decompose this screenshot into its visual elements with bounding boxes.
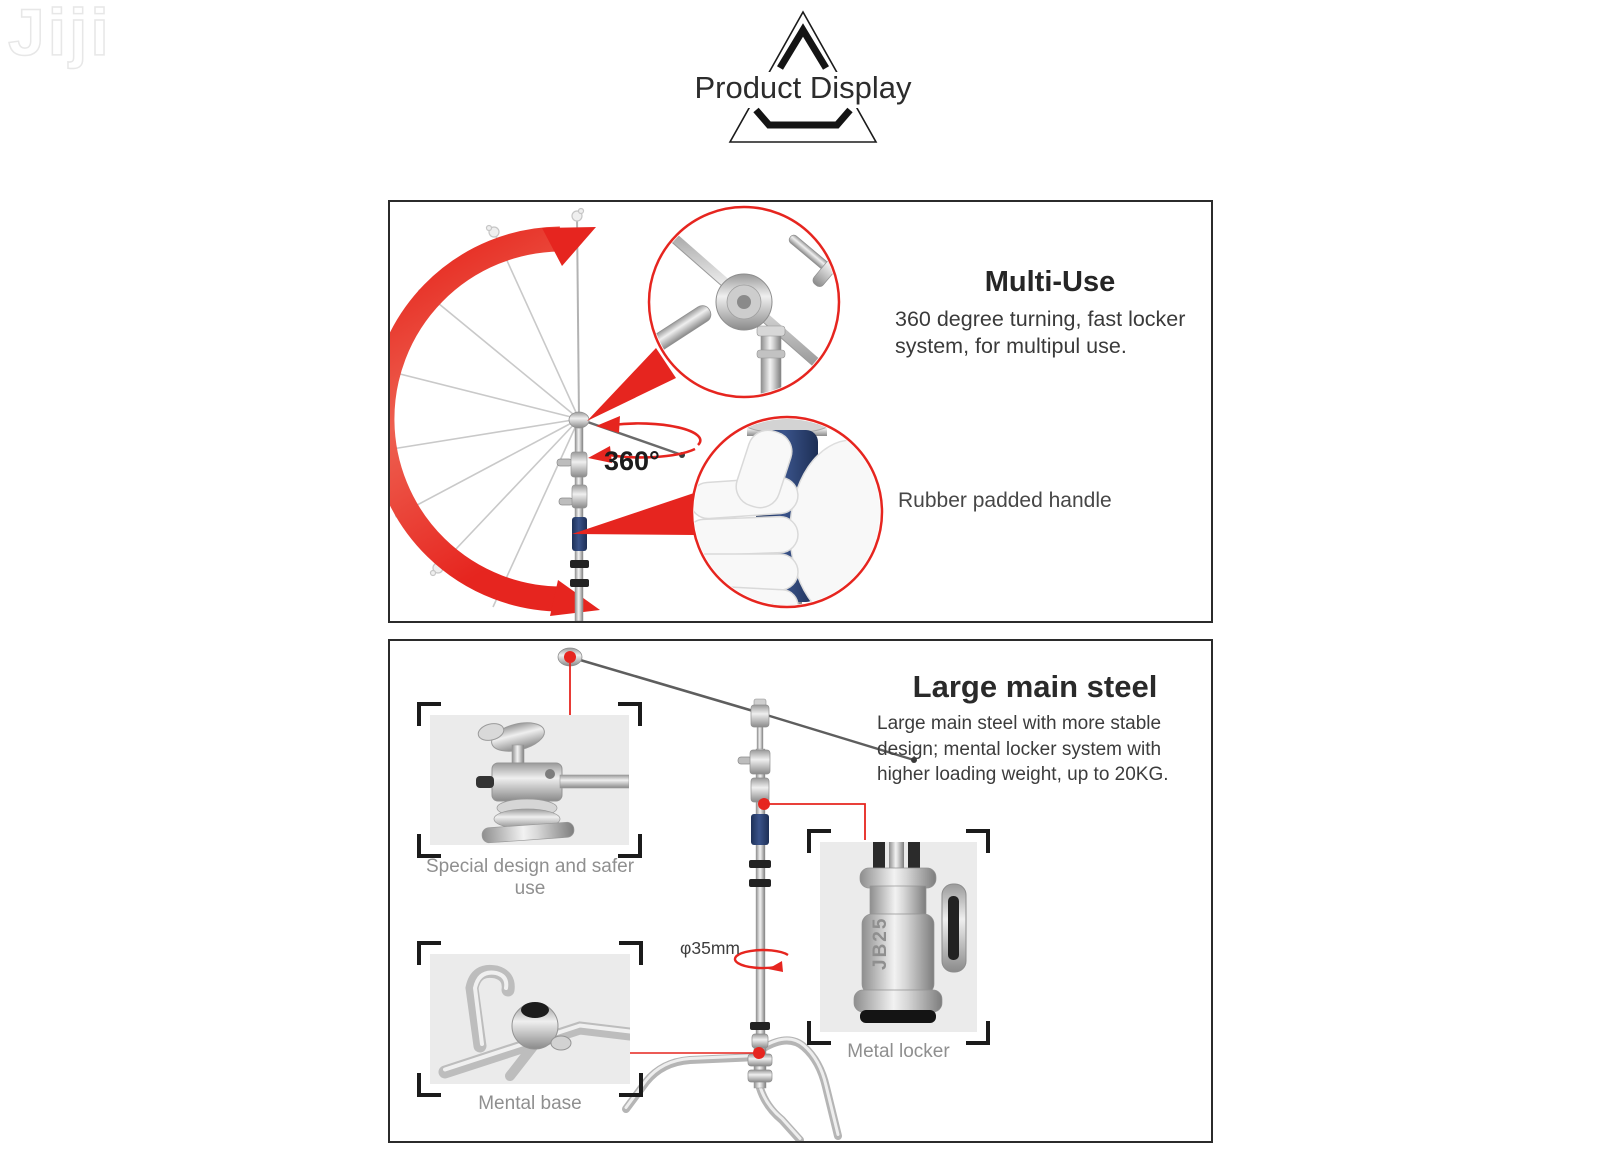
inset-caption-mental-base: Mental base <box>478 1093 582 1114</box>
panel-large-main-steel: Special design and safer use Mental base <box>388 639 1213 1143</box>
multi-use-body-line1: 360 degree turning, fast locker <box>895 307 1186 331</box>
grip-head-part-image <box>476 722 629 844</box>
multi-use-heading: Multi-Use <box>984 266 1116 298</box>
panel-multi-use: Multi-Use 360 degree turning, fast locke… <box>388 200 1213 623</box>
base-part-image <box>438 964 630 1081</box>
corner-bracket-icon <box>966 1021 990 1045</box>
corner-bracket-icon <box>619 1073 643 1097</box>
diameter-rotation-icon <box>733 948 789 972</box>
large-main-steel-body-line3: higher loading weight, up to 20KG. <box>877 764 1169 785</box>
corner-bracket-icon <box>417 1073 441 1097</box>
red-dot-base <box>753 1047 765 1059</box>
pointer-triangle-griphead <box>587 348 676 421</box>
inset-caption-metal-locker: Metal locker <box>847 1041 950 1062</box>
ghost-arm-fan <box>391 215 580 608</box>
corner-bracket-icon <box>807 1021 831 1045</box>
grip-head-callout <box>647 205 841 399</box>
large-main-steel-body-line2: design; mental locker system with <box>877 738 1162 760</box>
corner-bracket-icon <box>966 829 990 853</box>
corner-bracket-icon <box>618 702 642 726</box>
diameter-label: φ35mm <box>680 938 740 958</box>
rubber-handle-label: Rubber padded handle <box>898 489 1112 512</box>
inset-metal-locker: JB25 <box>807 829 990 1045</box>
boom-arm <box>557 647 917 763</box>
multi-use-body: 360 degree turning, fast locker system, … <box>895 306 1185 360</box>
metal-locker-part-image: JB25 <box>853 842 967 1023</box>
pointer-triangle-handle <box>572 493 694 535</box>
corner-bracket-icon <box>807 829 831 853</box>
corner-bracket-icon <box>417 834 441 858</box>
corner-bracket-icon <box>618 834 642 858</box>
large-main-steel-body-line1: Large main steel with more stable <box>877 713 1162 734</box>
inset-caption-special-design: Special design and safer use <box>425 856 635 899</box>
rotation-arc-icon <box>390 226 600 616</box>
multi-use-body-line2: system, for multipul use. <box>895 334 1127 358</box>
inset-special-design <box>417 702 642 858</box>
corner-bracket-icon <box>619 941 643 965</box>
c-stand-pole <box>556 411 590 621</box>
engraving-label: JB25 <box>870 917 891 970</box>
handle-callout <box>690 415 884 609</box>
rotation-demo-graphic <box>390 205 884 621</box>
turtle-base <box>622 1033 842 1141</box>
swirl-arrow-icon <box>588 416 702 463</box>
inset-mental-base <box>417 941 643 1097</box>
large-main-steel-body: Large main steel with more stable design… <box>877 711 1169 788</box>
corner-bracket-icon <box>417 941 441 965</box>
red-dot-boom-head <box>564 651 576 663</box>
angle-label: 360° <box>604 446 660 476</box>
rubber-handle-small <box>751 814 769 845</box>
main-pole <box>737 698 771 1044</box>
c-stand-overview-graphic <box>557 647 917 1141</box>
jiji-watermark: Jiji <box>7 0 112 70</box>
product-display-logo-icon <box>680 10 926 143</box>
corner-bracket-icon <box>417 702 441 726</box>
large-main-steel-heading: Large main steel <box>912 669 1158 704</box>
connector-line-locker <box>764 803 866 840</box>
page-title: Product Display <box>694 70 912 105</box>
